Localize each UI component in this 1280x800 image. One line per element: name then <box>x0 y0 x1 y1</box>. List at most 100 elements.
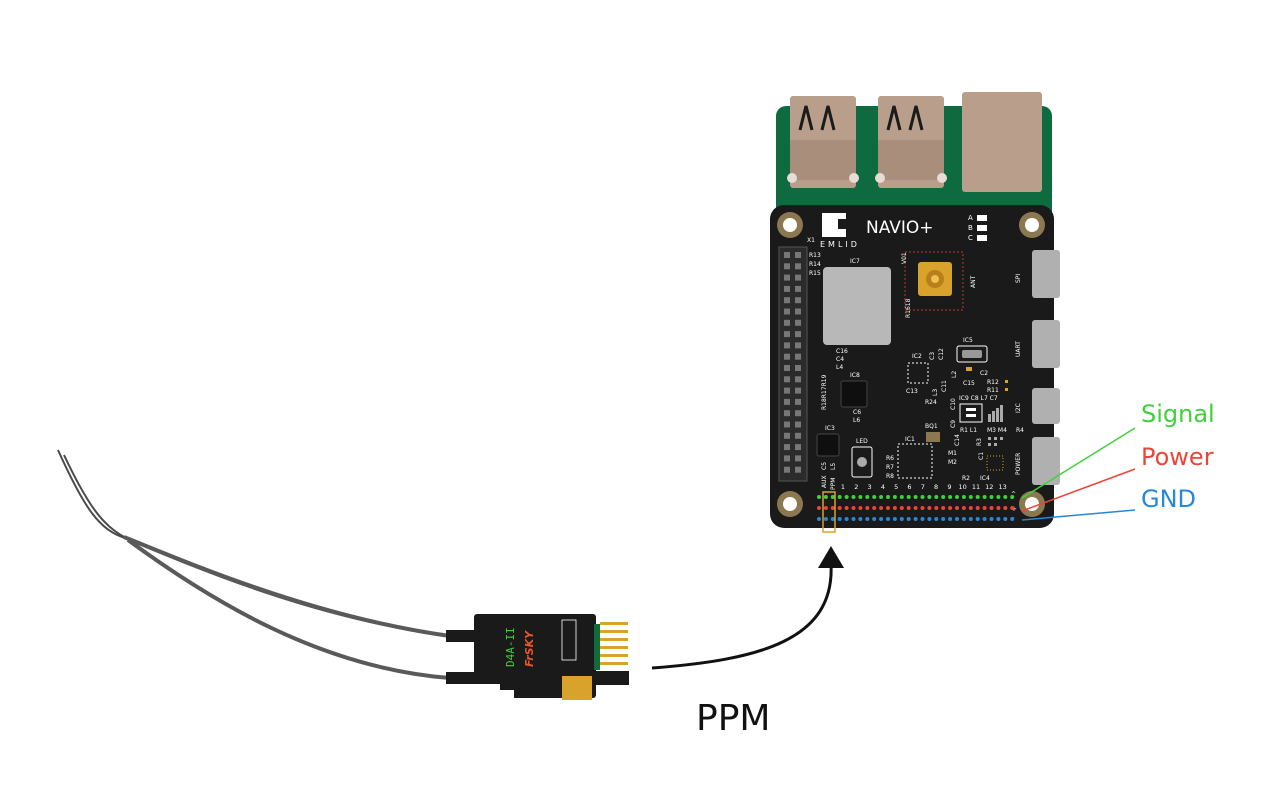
signal-pin <box>830 495 835 499</box>
rail-callouts: Signal Power GND <box>1021 400 1215 521</box>
pin-number: 1 <box>841 483 845 491</box>
ic7-chip <box>823 267 891 345</box>
gold-pad <box>562 676 592 700</box>
power-pin <box>941 506 946 510</box>
power-label-text: Power <box>1141 443 1214 471</box>
led-label: LED <box>856 438 868 445</box>
r24-label: R24 <box>925 399 937 406</box>
signal-pin <box>1010 495 1015 499</box>
gnd-pin <box>879 517 884 521</box>
r14-label: R14 <box>809 261 821 268</box>
gnd-pin <box>1003 517 1008 521</box>
power-pin <box>906 506 911 510</box>
c5-label: C5 <box>821 462 828 470</box>
receiver-led-box <box>561 619 577 661</box>
gpio-pin <box>784 319 790 326</box>
gnd-pin <box>927 517 932 521</box>
power-pin <box>844 506 849 510</box>
svg-text:B: B <box>968 224 973 232</box>
v01-label: V01 <box>901 252 908 264</box>
gpio-pin <box>795 376 801 383</box>
gnd-pin <box>906 517 911 521</box>
l3-label: L3 <box>932 389 939 396</box>
signal-pin <box>941 495 946 499</box>
l2-label: L2 <box>951 371 958 378</box>
x1-label: X1 <box>807 237 815 244</box>
m1-label: M1 <box>948 450 957 457</box>
r8-label: R8 <box>886 473 894 480</box>
gnd-pin <box>961 517 966 521</box>
receiver-brand: FrSKY <box>523 630 536 667</box>
gpio-pin <box>795 410 801 417</box>
signal-pin <box>823 495 828 499</box>
power-pin <box>851 506 856 510</box>
power-pin <box>899 506 904 510</box>
power-pin <box>927 506 932 510</box>
ic3-label: IC3 <box>825 425 835 432</box>
usb-port-2 <box>875 96 947 188</box>
gnd-pin <box>920 517 925 521</box>
pin-number: 3 <box>868 483 872 491</box>
r2-label: R2 <box>962 475 970 482</box>
pin-number: 9 <box>947 483 951 491</box>
gnd-pin <box>817 517 821 521</box>
gnd-pin <box>886 517 890 521</box>
r15-label: R15 <box>809 270 821 277</box>
gpio-pin <box>784 331 790 338</box>
ppm-label-text: PPM <box>696 698 770 739</box>
gpio-header <box>778 246 808 482</box>
gpio-pin <box>795 398 801 405</box>
signal-pin <box>927 495 932 499</box>
signal-pin <box>892 495 897 499</box>
power-pin <box>872 506 877 510</box>
logo-text: EMLID <box>820 240 860 249</box>
gnd-pin <box>968 517 973 521</box>
pin-number: 13 <box>998 483 1006 491</box>
pin-number: 4 <box>881 483 885 491</box>
ic9-chip <box>959 403 983 423</box>
r19-label: R18R17R19 <box>821 374 828 410</box>
gpio-pin <box>795 455 801 462</box>
gpio-pin <box>795 285 801 292</box>
power-label: POWER <box>1015 453 1022 475</box>
signal-pin <box>1003 495 1008 499</box>
power-pin <box>955 506 959 510</box>
signal-label: Signal <box>1141 400 1215 428</box>
gpio-pin <box>795 365 801 371</box>
ic3-chip <box>816 433 840 457</box>
gpio-pin <box>795 466 801 473</box>
abc-leds: A B C <box>968 214 987 242</box>
power-pin <box>989 506 994 510</box>
signal-pin <box>982 495 987 499</box>
svg-text:A: A <box>968 214 973 222</box>
uart-port <box>1032 320 1060 368</box>
power-pin <box>858 506 863 510</box>
signal-pin <box>817 495 821 499</box>
power-pin <box>920 506 925 510</box>
spi-label: SPI <box>1015 274 1022 283</box>
ic2-chip <box>907 362 929 384</box>
gpio-pin <box>784 410 790 417</box>
pin-number: 6 <box>907 483 911 491</box>
c10-label: C10 <box>950 398 957 410</box>
aux-label: AUX <box>821 475 828 488</box>
gpio-pin <box>784 432 790 439</box>
signal-pin <box>975 495 980 499</box>
ic9-row-label: IC9 C8 L7 C7 <box>959 395 998 402</box>
c13-label: C13 <box>906 388 918 395</box>
ic4-label: IC4 <box>980 475 990 482</box>
gpio-pin <box>784 444 790 451</box>
signal-pin <box>879 495 884 499</box>
receiver-pcb-edge <box>594 624 600 670</box>
signal-pin <box>865 495 870 499</box>
c15-label: C15 <box>963 380 975 387</box>
power-pin <box>934 506 939 510</box>
signal-pin <box>872 495 877 499</box>
l5-label: L5 <box>830 463 837 470</box>
gnd-pin <box>823 517 828 521</box>
signal-pin <box>920 495 925 499</box>
bq1-chip <box>926 432 940 442</box>
ic7-label: IC7 <box>850 258 860 265</box>
gnd-pin <box>851 517 856 521</box>
